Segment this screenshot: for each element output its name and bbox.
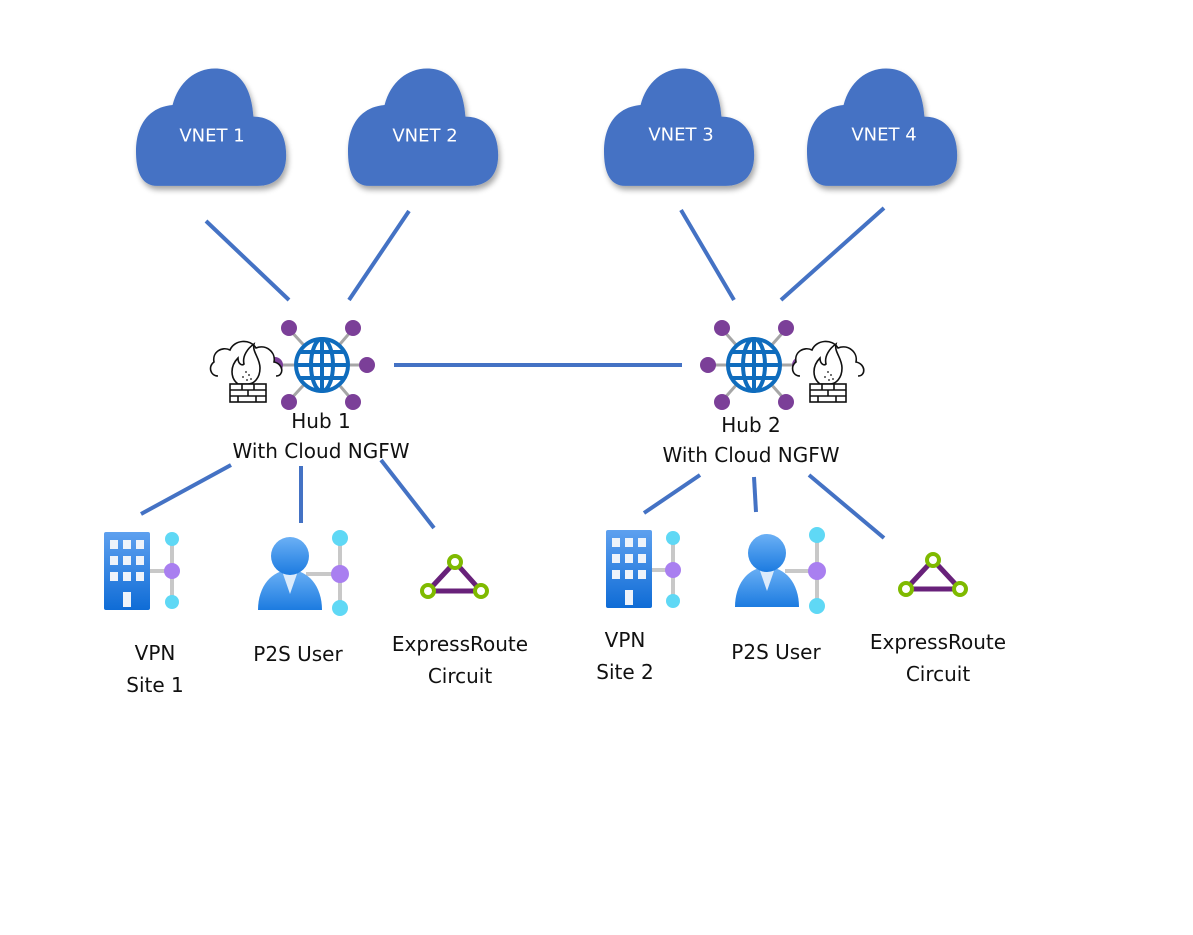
hub-1-cloud-firewall-icon: [209, 340, 283, 403]
connector-vnet2-hub1: [347, 209, 411, 302]
expressroute-1-label-line1: ExpressRoute: [391, 632, 529, 656]
globe-icon: [294, 337, 350, 393]
expressroute-1-label-line2: Circuit: [427, 664, 493, 688]
expressroute-circuit-1-label: ExpressRoute Circuit: [392, 628, 528, 692]
hub-2-virtual-hub-icon[interactable]: [700, 320, 808, 410]
connectors: [140, 206, 886, 540]
connector-hub2-p2s2: [752, 476, 758, 513]
vnet-3-label: VNET 3: [648, 124, 714, 146]
connector-vnet4-hub2: [779, 206, 886, 302]
hub-2-title: Hub 2: [721, 413, 781, 437]
connector-hub2-vpn2: [642, 473, 702, 515]
connector-hub1-er1: [379, 458, 436, 530]
expressroute-circuit-2-label: ExpressRoute Circuit: [870, 626, 1006, 690]
expressroute-circuit-1-icon[interactable]: [420, 554, 489, 599]
expressroute-2-label-line1: ExpressRoute: [869, 630, 1007, 654]
vpn-site-1-building-icon[interactable]: [104, 532, 180, 610]
expressroute-circuit-2-icon[interactable]: [898, 552, 968, 597]
p2s-user-1-label: P2S User: [253, 638, 342, 670]
hub-2-cloud-firewall-icon: [791, 340, 865, 403]
globe-icon: [726, 337, 782, 393]
hub-1-subtitle: With Cloud NGFW: [232, 439, 410, 463]
connector-hub1-vpn1: [140, 463, 232, 516]
vpn-site-2-building-icon[interactable]: [606, 530, 681, 608]
vpn-site-2-label-line1: VPN: [604, 628, 646, 652]
vnet-4-label: VNET 4: [851, 124, 917, 146]
p2s-user-2-label-line1: P2S User: [731, 640, 821, 664]
hub-1-virtual-hub-icon[interactable]: [267, 320, 375, 410]
vpn-site-2-label: VPN Site 2: [596, 624, 653, 688]
vpn-site-1-label-line2: Site 1: [126, 673, 184, 697]
hub-2-label: Hub 2 With Cloud NGFW: [663, 410, 840, 470]
hub-1-label: Hub 1 With Cloud NGFW: [233, 406, 410, 466]
p2s-user-2-label: P2S User: [731, 636, 820, 668]
connector-hub2-er2: [807, 473, 886, 540]
connector-vnet3-hub2: [679, 208, 736, 302]
p2s-user-1-label-line1: P2S User: [253, 642, 343, 666]
p2s-user-1-icon[interactable]: [258, 530, 349, 616]
vpn-site-1-label-line1: VPN: [134, 641, 176, 665]
p2s-user-2-icon[interactable]: [735, 527, 826, 614]
vpn-site-2-label-line2: Site 2: [596, 660, 654, 684]
vpn-site-1-label: VPN Site 1: [126, 637, 183, 701]
hub-1-title: Hub 1: [291, 409, 351, 433]
connector-vnet1-hub1: [204, 219, 291, 302]
hub-2-subtitle: With Cloud NGFW: [662, 443, 840, 467]
vnet-1-label: VNET 1: [179, 125, 245, 147]
expressroute-2-label-line2: Circuit: [905, 662, 971, 686]
vnet-2-label: VNET 2: [392, 125, 458, 147]
